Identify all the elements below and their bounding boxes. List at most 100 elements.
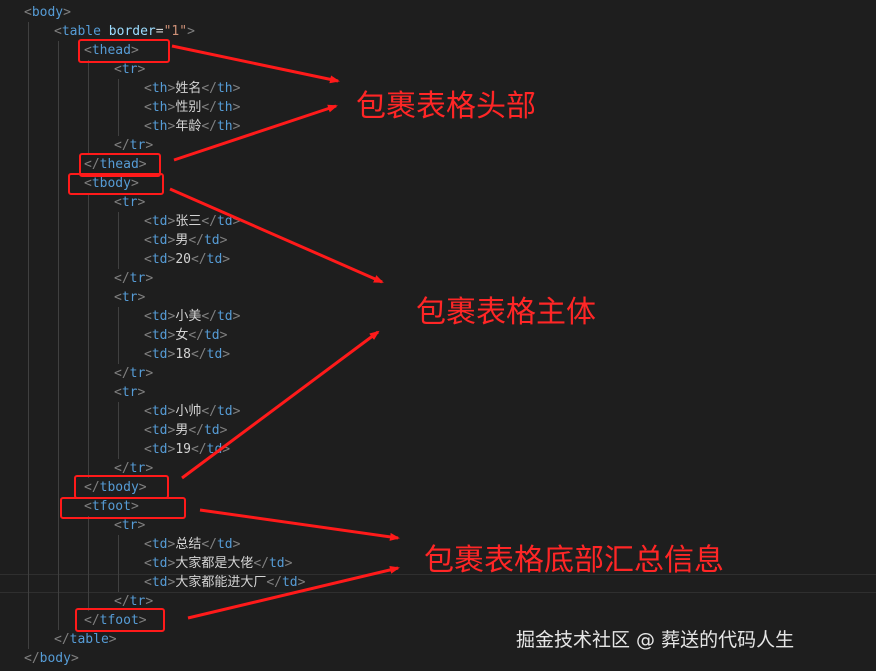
code-line-td[interactable]: <td>男</td>	[144, 233, 228, 248]
code-line-tr-open[interactable]: <tr>	[114, 62, 146, 77]
code-line-td[interactable]: <td>男</td>	[144, 423, 228, 438]
tag-name: td	[206, 252, 223, 267]
tag-name: td	[151, 575, 168, 590]
annotation-tfoot: 包裹表格底部汇总信息	[424, 543, 724, 578]
tag-name: td	[151, 214, 168, 229]
cell-text: 小美	[175, 309, 202, 324]
arrow	[171, 44, 340, 84]
cell-text: 男	[175, 423, 189, 438]
code-line-td[interactable]: <td>张三</td>	[144, 214, 241, 229]
code-line-td[interactable]: <td>18</td>	[144, 347, 231, 362]
tag-name: td	[151, 556, 168, 571]
tag-name: th	[151, 81, 168, 96]
code-line-tr-open[interactable]: <tr>	[114, 195, 146, 210]
code-line-th[interactable]: <th>性别</th>	[144, 100, 241, 115]
indent-guide	[88, 193, 89, 478]
code-line-body-close[interactable]: </body>	[24, 651, 79, 666]
tag-name: thead	[99, 157, 139, 172]
code-line-tr-close[interactable]: </tr>	[114, 366, 154, 381]
tag-name: td	[281, 575, 298, 590]
tag-name: th	[151, 100, 168, 115]
code-line-td[interactable]: <td>小帅</td>	[144, 404, 241, 419]
code-line-tr-close[interactable]: </tr>	[114, 138, 154, 153]
annotation-tbody: 包裹表格主体	[416, 295, 596, 330]
cell-text: 18	[175, 347, 191, 362]
indent-guide	[118, 307, 119, 364]
cell-text: 年龄	[175, 119, 202, 134]
code-line-td[interactable]: <td>大家都能进大厂</td>	[144, 575, 306, 590]
code-line-thead-close[interactable]: </thead>	[84, 157, 147, 172]
tag-name: td	[151, 347, 168, 362]
tag-name: td	[216, 537, 233, 552]
tag-name: td	[151, 309, 168, 324]
arrow	[181, 330, 380, 480]
tag-name: td	[151, 537, 168, 552]
tag-name: th	[216, 119, 233, 134]
tag-name: th	[216, 100, 233, 115]
tag-name: td	[216, 309, 233, 324]
code-line-th[interactable]: <th>年龄</th>	[144, 119, 241, 134]
cell-text: 男	[175, 233, 189, 248]
code-line-td[interactable]: <td>20</td>	[144, 252, 231, 267]
indent-guide	[118, 79, 119, 136]
cell-text: 20	[175, 252, 191, 267]
tag-name: tr	[121, 62, 138, 77]
code-line-tr-close[interactable]: </tr>	[114, 461, 154, 476]
code-line-td[interactable]: <td>19</td>	[144, 442, 231, 457]
code-line-td[interactable]: <td>总结</td>	[144, 537, 241, 552]
tag-name: tbody	[99, 480, 139, 495]
code-line-table-close[interactable]: </table>	[54, 632, 117, 647]
tag-name: td	[151, 233, 168, 248]
code-line-td[interactable]: <td>女</td>	[144, 328, 228, 343]
indent-guide	[118, 535, 119, 592]
thead-open-highlight	[78, 39, 170, 63]
tag-name: td	[216, 214, 233, 229]
attribute-value: "1"	[163, 24, 188, 39]
tag-name: td	[203, 328, 220, 343]
code-line-tr-close[interactable]: </tr>	[114, 594, 154, 609]
tag-name: td	[151, 328, 168, 343]
tfoot-close-highlight	[75, 608, 165, 632]
watermark: 掘金技术社区 @ 葬送的代码人生	[516, 629, 795, 651]
indent-guide	[88, 60, 89, 155]
tag-name: tbody	[91, 176, 131, 191]
tag-name: td	[206, 347, 223, 362]
code-line-tr-open[interactable]: <tr>	[114, 290, 146, 305]
tbody-open-highlight	[68, 173, 164, 195]
indent-guide	[88, 516, 89, 611]
tag-name: td	[151, 442, 168, 457]
code-line-th[interactable]: <th>姓名</th>	[144, 81, 241, 96]
tag-name: tr	[129, 366, 146, 381]
code-line-td[interactable]: <td>大家都是大佬</td>	[144, 556, 293, 571]
code-line-tr-close[interactable]: </tr>	[114, 271, 154, 286]
cell-text: 姓名	[175, 81, 202, 96]
code-line-body-open[interactable]: <body>	[24, 5, 71, 20]
cell-text: 大家都是大佬	[175, 556, 254, 571]
tag-name: td	[206, 442, 223, 457]
code-line-tr-open[interactable]: <tr>	[114, 385, 146, 400]
tfoot-open-highlight	[60, 497, 186, 519]
code-line-tbody-close[interactable]: </tbody>	[84, 480, 147, 495]
cell-text: 性别	[175, 100, 202, 115]
code-line-tbody-open[interactable]: <tbody>	[84, 176, 139, 191]
indent-guide	[28, 22, 29, 649]
cell-text: 女	[175, 328, 189, 343]
tag-name: tr	[121, 518, 138, 533]
tag-name: tfoot	[99, 613, 139, 628]
tag-name: tr	[121, 385, 138, 400]
indent-guide	[118, 212, 119, 269]
annotation-thead: 包裹表格头部	[356, 89, 536, 124]
code-line-tfoot-open[interactable]: <tfoot>	[84, 499, 139, 514]
tag-name: th	[151, 119, 168, 134]
code-line-tr-open[interactable]: <tr>	[114, 518, 146, 533]
tag-name: body	[39, 651, 71, 666]
tag-name: tr	[129, 461, 146, 476]
tag-name: tr	[129, 138, 146, 153]
cell-text: 小帅	[175, 404, 202, 419]
code-line-td[interactable]: <td>小美</td>	[144, 309, 241, 324]
tag-name: td	[151, 252, 168, 267]
code-line-table-open[interactable]: <table border="1">	[54, 24, 195, 39]
code-line-tfoot-close[interactable]: </tfoot>	[84, 613, 147, 628]
code-line-thead-open[interactable]: <thead>	[84, 43, 139, 58]
